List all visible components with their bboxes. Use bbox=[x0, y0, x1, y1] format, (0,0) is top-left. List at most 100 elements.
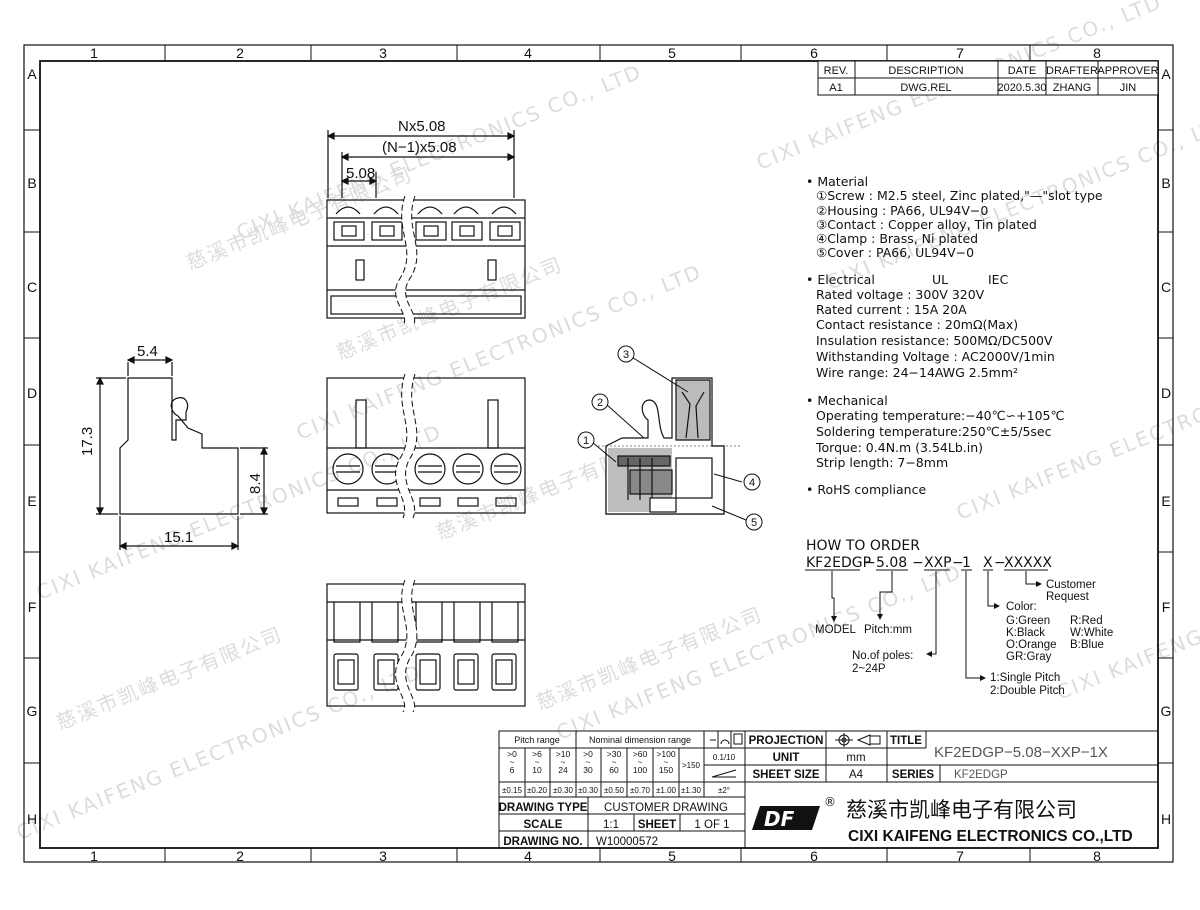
specifications: • Material ①Screw : M2.5 steel, Zinc pla… bbox=[806, 174, 1103, 497]
row-label: F bbox=[1162, 599, 1171, 615]
tol-range: 60 bbox=[609, 765, 619, 775]
row-label: H bbox=[1161, 811, 1171, 827]
row-label: F bbox=[28, 599, 37, 615]
order-type-double: 2:Double Pitch bbox=[990, 685, 1065, 697]
tol-range: >6 bbox=[532, 749, 542, 759]
callout-4: 4 bbox=[749, 477, 755, 489]
order-model-code: KF2EDGP bbox=[806, 555, 871, 571]
col-label: 5 bbox=[668, 45, 676, 61]
color-option: GR:Gray bbox=[1006, 651, 1052, 663]
bottom-view bbox=[326, 583, 526, 707]
top-view-dims: Nx5.08 (N−1)x5.08 5.08 bbox=[346, 118, 457, 182]
tol-range: ~ bbox=[535, 757, 540, 767]
sheet-size-label: SHEET SIZE bbox=[752, 769, 819, 781]
order-color-code: X bbox=[983, 555, 993, 571]
tol-value: ±1.00 bbox=[656, 786, 677, 795]
dim-n1: (N−1)x5.08 bbox=[382, 139, 457, 156]
company-name-cn: 慈溪市凯峰电子有限公司 bbox=[846, 798, 1077, 822]
callouts bbox=[577, 345, 763, 531]
order-sep: − bbox=[912, 555, 924, 571]
tol-range: ~ bbox=[664, 757, 669, 767]
watermark-en: CIXI KAIFENG ELECTRONICS CO., LTD bbox=[1053, 519, 1200, 704]
tol-value: ±0.20 bbox=[527, 786, 548, 795]
registered-mark: ® bbox=[824, 795, 836, 809]
rev-cell: A1 bbox=[829, 82, 842, 94]
company-name-en: CIXI KAIFENG ELECTRONICS CO.,LTD bbox=[848, 828, 1133, 845]
tol-range: ~ bbox=[638, 757, 643, 767]
series-value: KF2EDGP bbox=[954, 769, 1008, 781]
col-label: 7 bbox=[956, 45, 964, 61]
scale-value: 1:1 bbox=[603, 819, 619, 831]
col-label: 2 bbox=[236, 848, 244, 864]
material-line: ①Screw : M2.5 steel, Zinc plated,"—"slot… bbox=[816, 188, 1103, 203]
break-line bbox=[395, 579, 418, 713]
rev-cell: ZHANG bbox=[1053, 82, 1092, 94]
revision-table: REV. DESCRIPTION DATE DRAFTER APPROVER A… bbox=[817, 60, 1159, 96]
order-poles-label: No.of poles: bbox=[852, 650, 913, 662]
color-option: G:Green bbox=[1006, 615, 1050, 627]
order-title: HOW TO ORDER bbox=[806, 538, 920, 554]
drawing-type-value: CUSTOMER DRAWING bbox=[604, 802, 728, 814]
drawing-type-label: DRAWING TYPE bbox=[499, 802, 588, 814]
color-option: R:Red bbox=[1070, 615, 1103, 627]
tol-range: >10 bbox=[556, 749, 571, 759]
dim-17-3: 17.3 bbox=[79, 427, 96, 456]
material-title: • Material bbox=[806, 174, 868, 189]
tol-range: >0 bbox=[583, 749, 593, 759]
order-pitch-label: Pitch:mm bbox=[864, 624, 912, 636]
break-gap bbox=[395, 578, 417, 715]
tol-range: 100 bbox=[633, 765, 647, 775]
electrical-title: • Electrical bbox=[806, 272, 875, 287]
gt150: >150 bbox=[682, 761, 701, 770]
mechanical-title: • Mechanical bbox=[806, 393, 888, 408]
col-label: 3 bbox=[379, 45, 387, 61]
electrical-ul: UL bbox=[932, 272, 948, 287]
dim-nx: Nx5.08 bbox=[398, 118, 446, 135]
tol-range: 30 bbox=[583, 765, 593, 775]
material-line: ④Clamp : Brass, Ni plated bbox=[816, 231, 978, 246]
color-option: W:White bbox=[1070, 627, 1113, 639]
order-type-code: 1 bbox=[962, 555, 971, 571]
drawing-title: KF2EDGP−5.08−XXP−1X bbox=[934, 744, 1108, 761]
material-line: ⑤Cover : PA66, UL94V−0 bbox=[816, 245, 974, 260]
row-label: E bbox=[27, 493, 36, 509]
tol-range: 6 bbox=[510, 765, 515, 775]
tol-value: ±0.30 bbox=[578, 786, 599, 795]
row-label: B bbox=[27, 175, 36, 191]
sheet-size-value: A4 bbox=[849, 769, 864, 781]
rev-cell: JIN bbox=[1120, 82, 1137, 94]
color-option: B:Blue bbox=[1070, 639, 1104, 651]
rev-cell: 2020.5.30 bbox=[998, 82, 1047, 94]
callout-5: 5 bbox=[751, 517, 757, 529]
top-view bbox=[326, 130, 526, 319]
order-type-single: 1:Single Pitch bbox=[990, 672, 1060, 684]
zone-dividers bbox=[24, 45, 1173, 862]
scale-label: SCALE bbox=[524, 819, 563, 831]
electrical-line: Rated voltage : 300V 320V bbox=[816, 287, 985, 302]
row-label: A bbox=[27, 66, 37, 82]
col-label: 6 bbox=[810, 848, 818, 864]
mechanical-line: Strip length: 7−8mm bbox=[816, 455, 948, 470]
col-label: 3 bbox=[379, 848, 387, 864]
tol-range: >100 bbox=[656, 749, 675, 759]
order-color-label: Color: bbox=[1006, 601, 1037, 613]
dim-15-1: 15.1 bbox=[164, 529, 193, 546]
unit-label: UNIT bbox=[773, 752, 800, 764]
electrical-iec: IEC bbox=[988, 272, 1009, 287]
electrical-line: Contact resistance : 20mΩ(Max) bbox=[816, 317, 1018, 332]
row-label: G bbox=[27, 703, 38, 719]
col-label: 7 bbox=[956, 848, 964, 864]
tol-value: ±0.15 bbox=[502, 786, 523, 795]
callout-3: 3 bbox=[623, 349, 629, 361]
electrical-line: Insulation resistance: 500MΩ/DC500V bbox=[816, 333, 1053, 348]
side-view-dims: 5.4 17.3 8.4 15.1 bbox=[79, 343, 264, 546]
row-label: C bbox=[27, 279, 37, 295]
col-label: 5 bbox=[668, 848, 676, 864]
electrical-line: Rated current : 15A 20A bbox=[816, 302, 967, 317]
mechanical-line: Torque: 0.4N.m (3.54Lb.in) bbox=[815, 440, 983, 455]
row-label: C bbox=[1161, 279, 1171, 295]
order-sep: − bbox=[994, 555, 1006, 571]
electrical-line: Wire range: 24−14AWG 2.5mm² bbox=[816, 365, 1018, 380]
rev-header: APPROVER bbox=[1097, 65, 1158, 77]
tol-value: ±0.30 bbox=[553, 786, 574, 795]
